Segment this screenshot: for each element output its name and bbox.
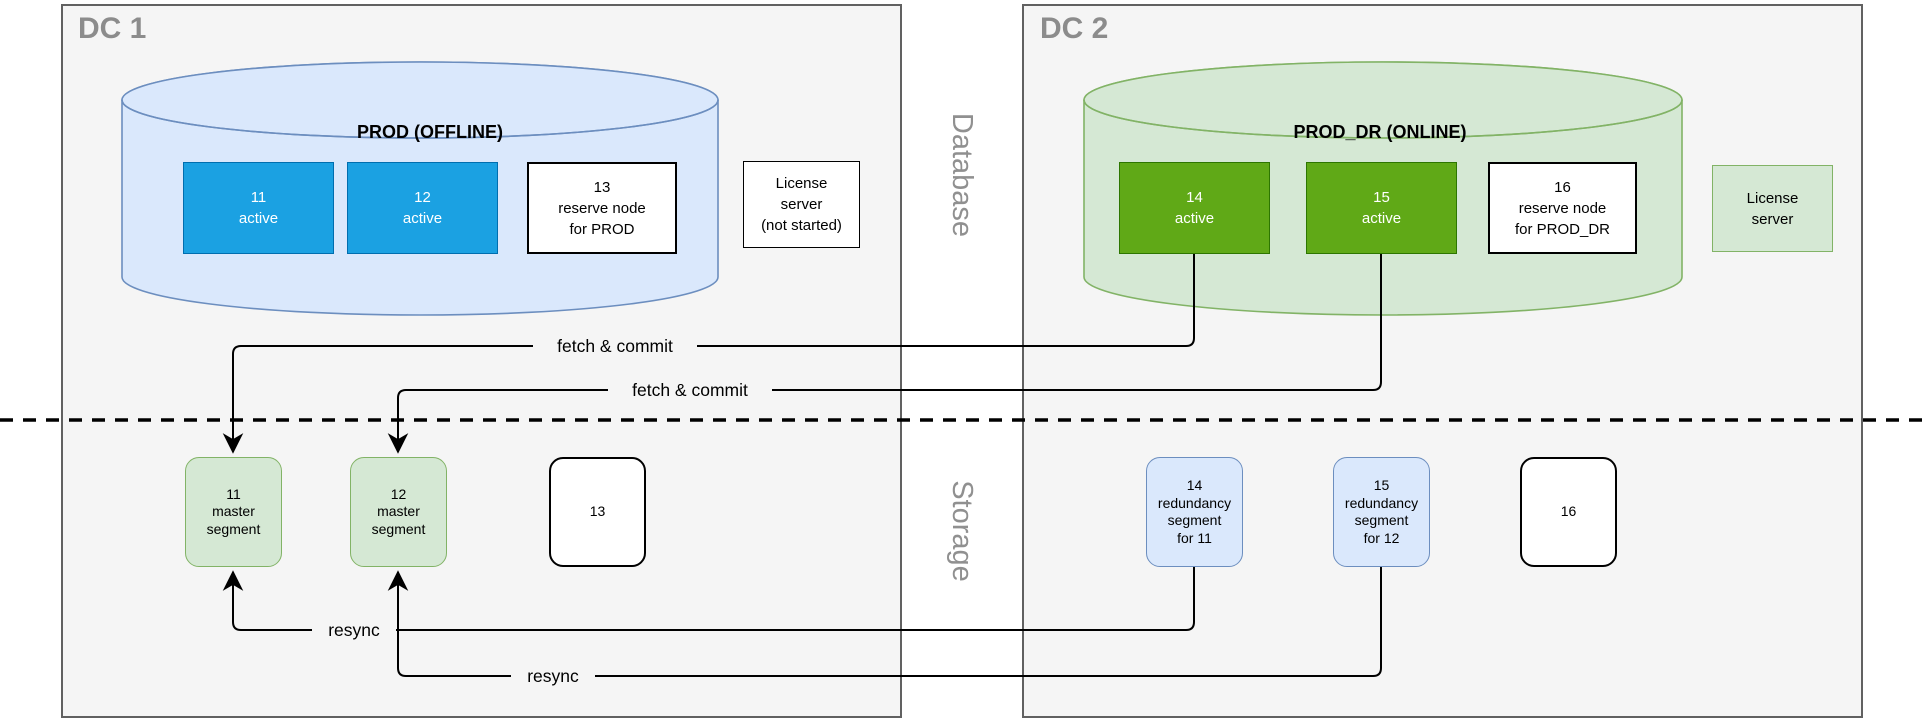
node-12: 12 active <box>347 162 498 254</box>
storage-11-master-segment: 11 master segment <box>185 457 282 567</box>
storage-15-redundancy-segment: 15 redundancy segment for 12 <box>1333 457 1430 567</box>
storage-14-redundancy-segment: 14 redundancy segment for 11 <box>1146 457 1243 567</box>
storage-16: 16 <box>1520 457 1617 567</box>
dc2-container <box>1022 4 1863 718</box>
resync-2-label: resync <box>511 663 595 689</box>
dc1-container <box>61 4 902 718</box>
license-server-dc2: License server <box>1712 165 1833 252</box>
dc1-title: DC 1 <box>78 12 147 45</box>
fetch-commit-1-label: fetch & commit <box>533 333 697 359</box>
node-14: 14 active <box>1119 162 1270 254</box>
database-section-label: Database <box>946 112 979 238</box>
storage-13: 13 <box>549 457 646 567</box>
storage-12-master-segment: 12 master segment <box>350 457 447 567</box>
node-16-reserve: 16 reserve node for PROD_DR <box>1488 162 1637 254</box>
prod-cylinder-label: PROD (OFFLINE) <box>357 122 503 142</box>
resync-1-label: resync <box>312 617 396 643</box>
node-13-reserve: 13 reserve node for PROD <box>527 162 677 254</box>
prod-dr-cylinder-label: PROD_DR (ONLINE) <box>1293 122 1467 142</box>
node-11: 11 active <box>183 162 334 254</box>
license-server-dc1: License server (not started) <box>743 161 860 248</box>
storage-section-label: Storage <box>946 480 979 582</box>
fetch-commit-2-label: fetch & commit <box>608 377 772 403</box>
dc2-title: DC 2 <box>1040 12 1109 45</box>
node-15: 15 active <box>1306 162 1457 254</box>
